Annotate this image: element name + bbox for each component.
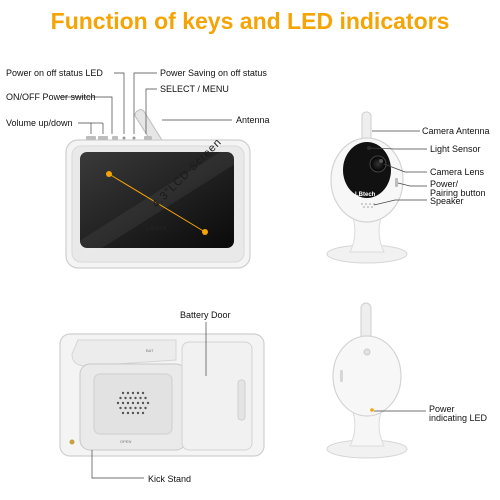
screen-diagonal-line [108, 173, 206, 233]
label-camera-lens: Camera Lens [430, 167, 485, 177]
baby-camera-front [326, 111, 408, 264]
label-power-saving: Power Saving on off status [160, 68, 267, 78]
grille-hole [126, 401, 130, 405]
grille-hole [136, 391, 140, 395]
camera-callouts [369, 130, 427, 206]
grille-hole [119, 406, 122, 410]
camera-back-stand [349, 411, 385, 447]
baby-camera-back [326, 302, 408, 459]
monitor-brand-logo: LBtech [146, 226, 167, 232]
grille-hole [136, 411, 140, 415]
grille-hole [119, 396, 122, 400]
diagonal-end-dot [202, 229, 208, 235]
select-menu-key [144, 136, 152, 140]
camera-back-head [332, 335, 402, 417]
grille-hole [121, 391, 125, 395]
grille-hole [141, 401, 145, 405]
grille-hole [131, 411, 135, 415]
grille-hole [126, 411, 130, 415]
label-antenna: Antenna [236, 115, 270, 125]
grille-hole [121, 411, 125, 415]
camera-lens-glass [369, 155, 387, 173]
grille-hole [131, 391, 135, 395]
label-power-status-led: Power on off status LED [6, 68, 103, 78]
grille-hole [141, 411, 145, 415]
parent-unit-front [65, 109, 251, 269]
grille-hole [146, 401, 150, 405]
light-sensor-dot [367, 146, 371, 150]
grille-hole [126, 391, 130, 395]
power-indicating-led-dot [370, 408, 374, 412]
label-battery-door: Battery Door [180, 310, 231, 320]
label-power-pairing-1: Power/ [430, 179, 459, 189]
battery-door-grip [237, 379, 246, 421]
label-select-menu: SELECT / MENU [160, 84, 229, 94]
page-title: Function of keys and LED indicators [50, 8, 450, 34]
speaker-grille [116, 391, 150, 415]
label-camera-antenna: Camera Antenna [422, 126, 490, 136]
parent-unit-back [59, 333, 265, 457]
grille-hole [124, 396, 127, 400]
grille-hole [116, 401, 120, 405]
camera-stand [349, 217, 385, 253]
monitor-callouts [60, 72, 232, 134]
stand-marking: OPEN [120, 439, 132, 444]
battery-door-panel [181, 341, 253, 451]
grille-hole [134, 406, 137, 410]
grille-hole [129, 406, 132, 410]
power-switch-key [112, 136, 118, 140]
grille-hole [144, 396, 147, 400]
battery-marking: BAT [146, 348, 154, 353]
grille-hole [121, 401, 125, 405]
label-power-indicating-1: Power [429, 404, 455, 414]
grille-hole [139, 406, 142, 410]
label-light-sensor: Light Sensor [430, 144, 481, 154]
grille-hole [139, 396, 142, 400]
label-volume: Volume up/down [6, 118, 73, 128]
back-callouts [91, 322, 207, 479]
volume-key-2 [98, 136, 108, 140]
grille-hole [134, 396, 137, 400]
label-kick-stand: Kick Stand [148, 474, 192, 484]
label-speaker: Speaker [430, 196, 464, 206]
camera-speaker-grille [361, 203, 375, 208]
antenna-fold [71, 339, 177, 367]
lcd-screen [80, 152, 234, 248]
grille-hole [136, 401, 140, 405]
power-led [122, 136, 126, 140]
grille-hole [131, 401, 135, 405]
volume-key [86, 136, 96, 140]
back-screw-icon [69, 439, 75, 445]
grille-hole [124, 406, 127, 410]
grille-hole [144, 406, 147, 410]
diagonal-start-dot [106, 171, 112, 177]
grille-hole [141, 391, 145, 395]
grille-hole [129, 396, 132, 400]
label-power-pairing-2: Pairing button [430, 188, 486, 198]
saving-led [132, 136, 136, 140]
label-power-indicating-2: indicating LED [429, 413, 488, 423]
camera-brand-logo: LBtech [355, 192, 376, 198]
label-power-switch: ON/OFF Power switch [6, 92, 96, 102]
pairing-button [395, 178, 398, 187]
